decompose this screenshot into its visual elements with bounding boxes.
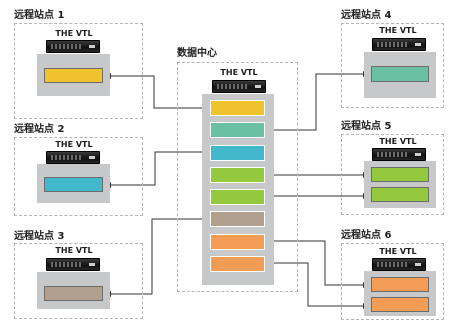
site-2-slot [44, 177, 103, 192]
site-1-box [14, 23, 143, 119]
datacenter-slot-2 [210, 122, 265, 138]
link-site-2 [105, 151, 210, 188]
link-site-3 [105, 218, 210, 297]
site-5-slot-1 [371, 167, 429, 182]
site-6-appliance [372, 258, 426, 271]
datacenter-slot-5 [210, 189, 265, 205]
datacenter-appliance [212, 80, 266, 93]
site-6-title: 远程站点 6 [341, 230, 392, 241]
site-3-title: 远程站点 3 [14, 231, 65, 242]
link-site-1 [105, 73, 210, 109]
site-5-appliance-label: THE VTL [379, 137, 417, 146]
site-5-appliance [372, 148, 426, 161]
site-2-appliance-label: THE VTL [55, 140, 93, 149]
link-site-6a [265, 240, 369, 288]
datacenter-appliance-label: THE VTL [220, 68, 258, 77]
site-4-box [341, 23, 444, 108]
site-5-box [341, 134, 444, 215]
datacenter-slot-1 [210, 100, 265, 116]
site-2-appliance [46, 151, 100, 164]
site-6-slot-2 [371, 297, 429, 312]
site-1-appliance [46, 40, 100, 53]
site-3-slot [44, 286, 103, 301]
site-4-slot [371, 66, 429, 82]
datacenter-slot-4 [210, 167, 265, 183]
link-site-6b [265, 262, 369, 309]
link-site-4 [265, 71, 369, 131]
site-1-appliance-label: THE VTL [55, 29, 93, 38]
site-3-appliance-label: THE VTL [55, 246, 93, 255]
site-5-title: 远程站点 5 [341, 121, 392, 132]
site-3-box [14, 243, 143, 319]
site-6-appliance-label: THE VTL [379, 247, 417, 256]
datacenter-slot-3 [210, 145, 265, 161]
site-6-slot-1 [371, 277, 429, 292]
site-2-box [14, 137, 143, 216]
site-6-box [341, 243, 444, 320]
datacenter-slot-6 [210, 211, 265, 227]
site-4-title: 远程站点 4 [341, 10, 392, 21]
site-2-title: 远程站点 2 [14, 124, 65, 135]
site-3-appliance [46, 258, 100, 271]
site-4-appliance-label: THE VTL [379, 26, 417, 35]
site-5-slot-2 [371, 187, 429, 202]
site-1-slot [44, 68, 103, 83]
site-4-appliance [372, 38, 426, 51]
datacenter-slot-7 [210, 234, 265, 250]
datacenter-title: 数据中心 [177, 48, 217, 59]
datacenter-box [177, 62, 298, 292]
site-1-title: 远程站点 1 [14, 10, 65, 21]
datacenter-slot-8 [210, 256, 265, 272]
